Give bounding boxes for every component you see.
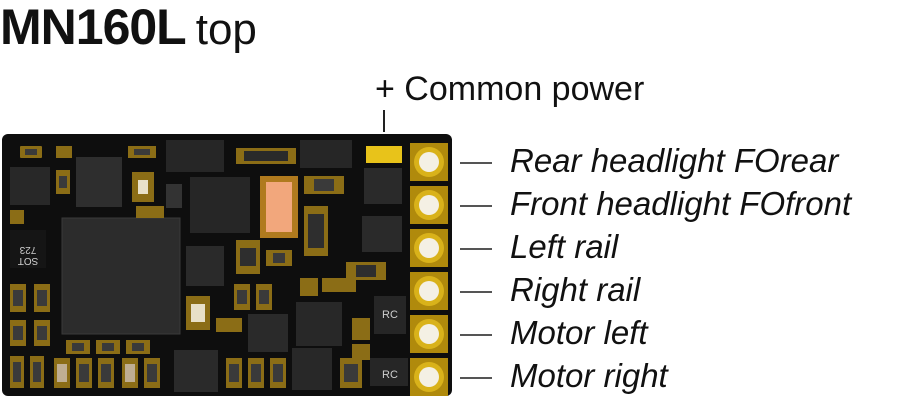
pin-leader-line [460,205,492,207]
rc-marking-1: RC [382,309,398,321]
common-power-label: + Common power [375,70,645,108]
smd-components [10,146,386,388]
pin-label: Motor left [510,314,648,351]
rc-chip [374,296,406,334]
pin-leader-line [460,162,492,164]
solder-pad [410,143,448,181]
sot-chip [10,230,46,268]
rc-marking-2: RC [382,369,398,381]
pin-label: Right rail [510,271,641,308]
pin-label: Left rail [510,228,619,265]
solder-pad [410,186,448,224]
chip [248,314,288,352]
chip [10,167,50,205]
solder-pad [410,272,448,310]
pin-label: Motor right [510,357,668,394]
chip [296,302,342,346]
pin-label: Rear headlight FOrear [510,142,839,179]
view-name: top [195,5,257,54]
chip [292,348,332,390]
common-power-leader-line [383,110,385,132]
chip [190,177,250,233]
pin-leader-line [460,248,492,250]
pin-label: Front headlight FOfront [510,185,852,222]
solder-pad [410,315,448,353]
solder-pad [410,358,448,396]
pin-leader-line [460,334,492,336]
chip [174,350,218,392]
sot-marking: SOT723 [18,244,39,266]
pin-leader-line [460,291,492,293]
chip [76,157,122,207]
solder-pad [410,229,448,267]
chip [300,140,352,168]
model-name: MN160L [0,0,187,55]
chip [362,216,402,252]
mcu-chip [61,217,181,335]
pin-leader-line [460,377,492,379]
common-power-pad [366,146,402,163]
chip [186,246,224,286]
chip [166,140,224,172]
chip [364,168,402,204]
rc-chip [370,358,408,386]
